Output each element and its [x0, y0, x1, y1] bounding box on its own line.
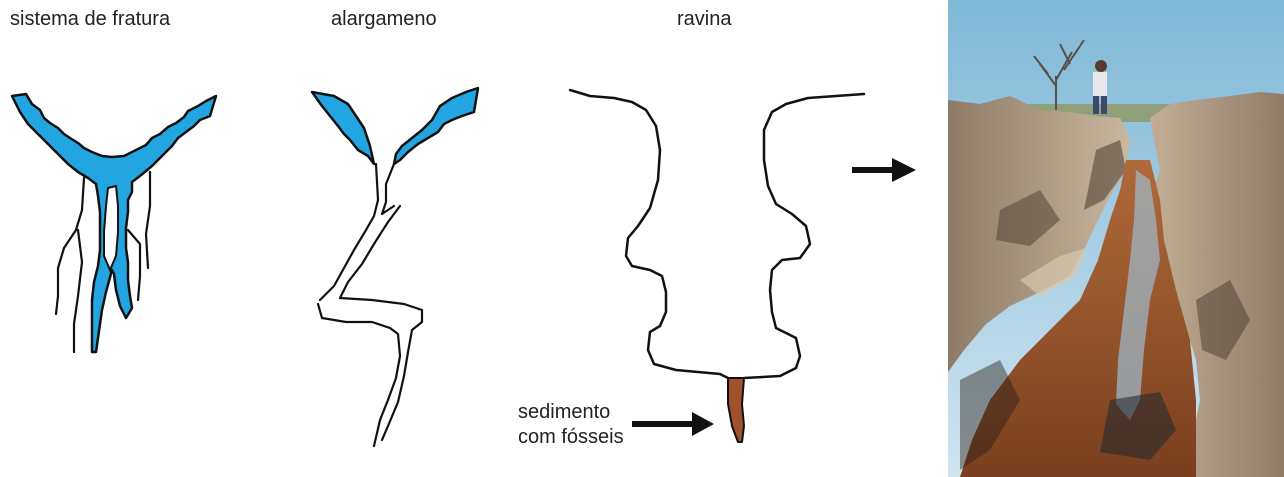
fracture-inner-rock: [104, 186, 118, 270]
widening-fracture-outline: [318, 164, 422, 446]
sediment-arrow: [632, 412, 714, 436]
widening-water-right: [394, 88, 478, 164]
ravine-photo: [948, 0, 1284, 477]
ravine-right-wall: [744, 94, 864, 378]
widening-drawing: [312, 88, 478, 446]
fracture-system-drawing: [12, 94, 216, 352]
ravine-drawing: [570, 90, 864, 442]
ravine-left-wall: [570, 90, 728, 378]
to-photo-arrow: [852, 158, 916, 182]
widening-water-left: [312, 92, 374, 164]
ravine-sediment-fill: [728, 378, 744, 442]
